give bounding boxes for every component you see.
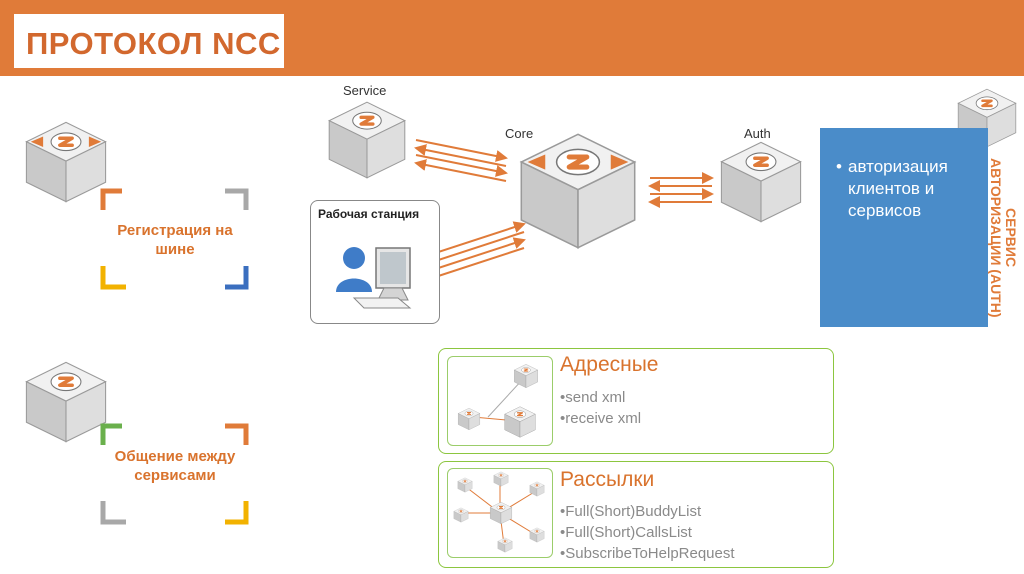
core-label: Core xyxy=(505,126,534,141)
registration-frame xyxy=(100,188,249,290)
auth-service-title: СЕРВИС АВТОРИЗАЦИИ (AUTH) xyxy=(988,158,1019,318)
bullet-icon: • xyxy=(836,157,842,176)
broadcast-items: Full(Short)BuddyList Full(Short)CallsLis… xyxy=(560,501,735,564)
list-item: Full(Short)CallsList xyxy=(560,522,735,543)
registration-label: Регистрация на шине xyxy=(117,222,233,258)
broadcast-title: Рассылки xyxy=(560,468,655,491)
broadcast-thumbnail xyxy=(447,468,553,558)
workstation-title: Рабочая станция xyxy=(318,207,420,221)
auth-bullet-text: авторизация клиентов и сервисов xyxy=(848,157,948,220)
auth-panel xyxy=(820,128,988,327)
communication-label: Общение между сервисами xyxy=(114,448,236,484)
addressed-title: Адресные xyxy=(560,353,659,376)
list-item: Full(Short)BuddyList xyxy=(560,501,735,522)
list-item: SubscribeToHelpRequest xyxy=(560,543,734,564)
workstation-user-icon xyxy=(336,247,412,309)
list-item: receive xml xyxy=(560,408,641,429)
list-item: send xml xyxy=(560,387,641,408)
header-title-background xyxy=(14,14,284,68)
communication-frame xyxy=(100,423,249,525)
service-label: Service xyxy=(343,83,387,98)
addressed-items: send xml receive xml xyxy=(560,387,641,429)
page-title: ПРОТОКОЛ NCC xyxy=(26,26,281,61)
auth-panel-text: • авторизация клиентов и сервисов xyxy=(836,156,972,222)
auth-label: Auth xyxy=(744,126,771,141)
addressed-thumbnail xyxy=(447,356,553,446)
